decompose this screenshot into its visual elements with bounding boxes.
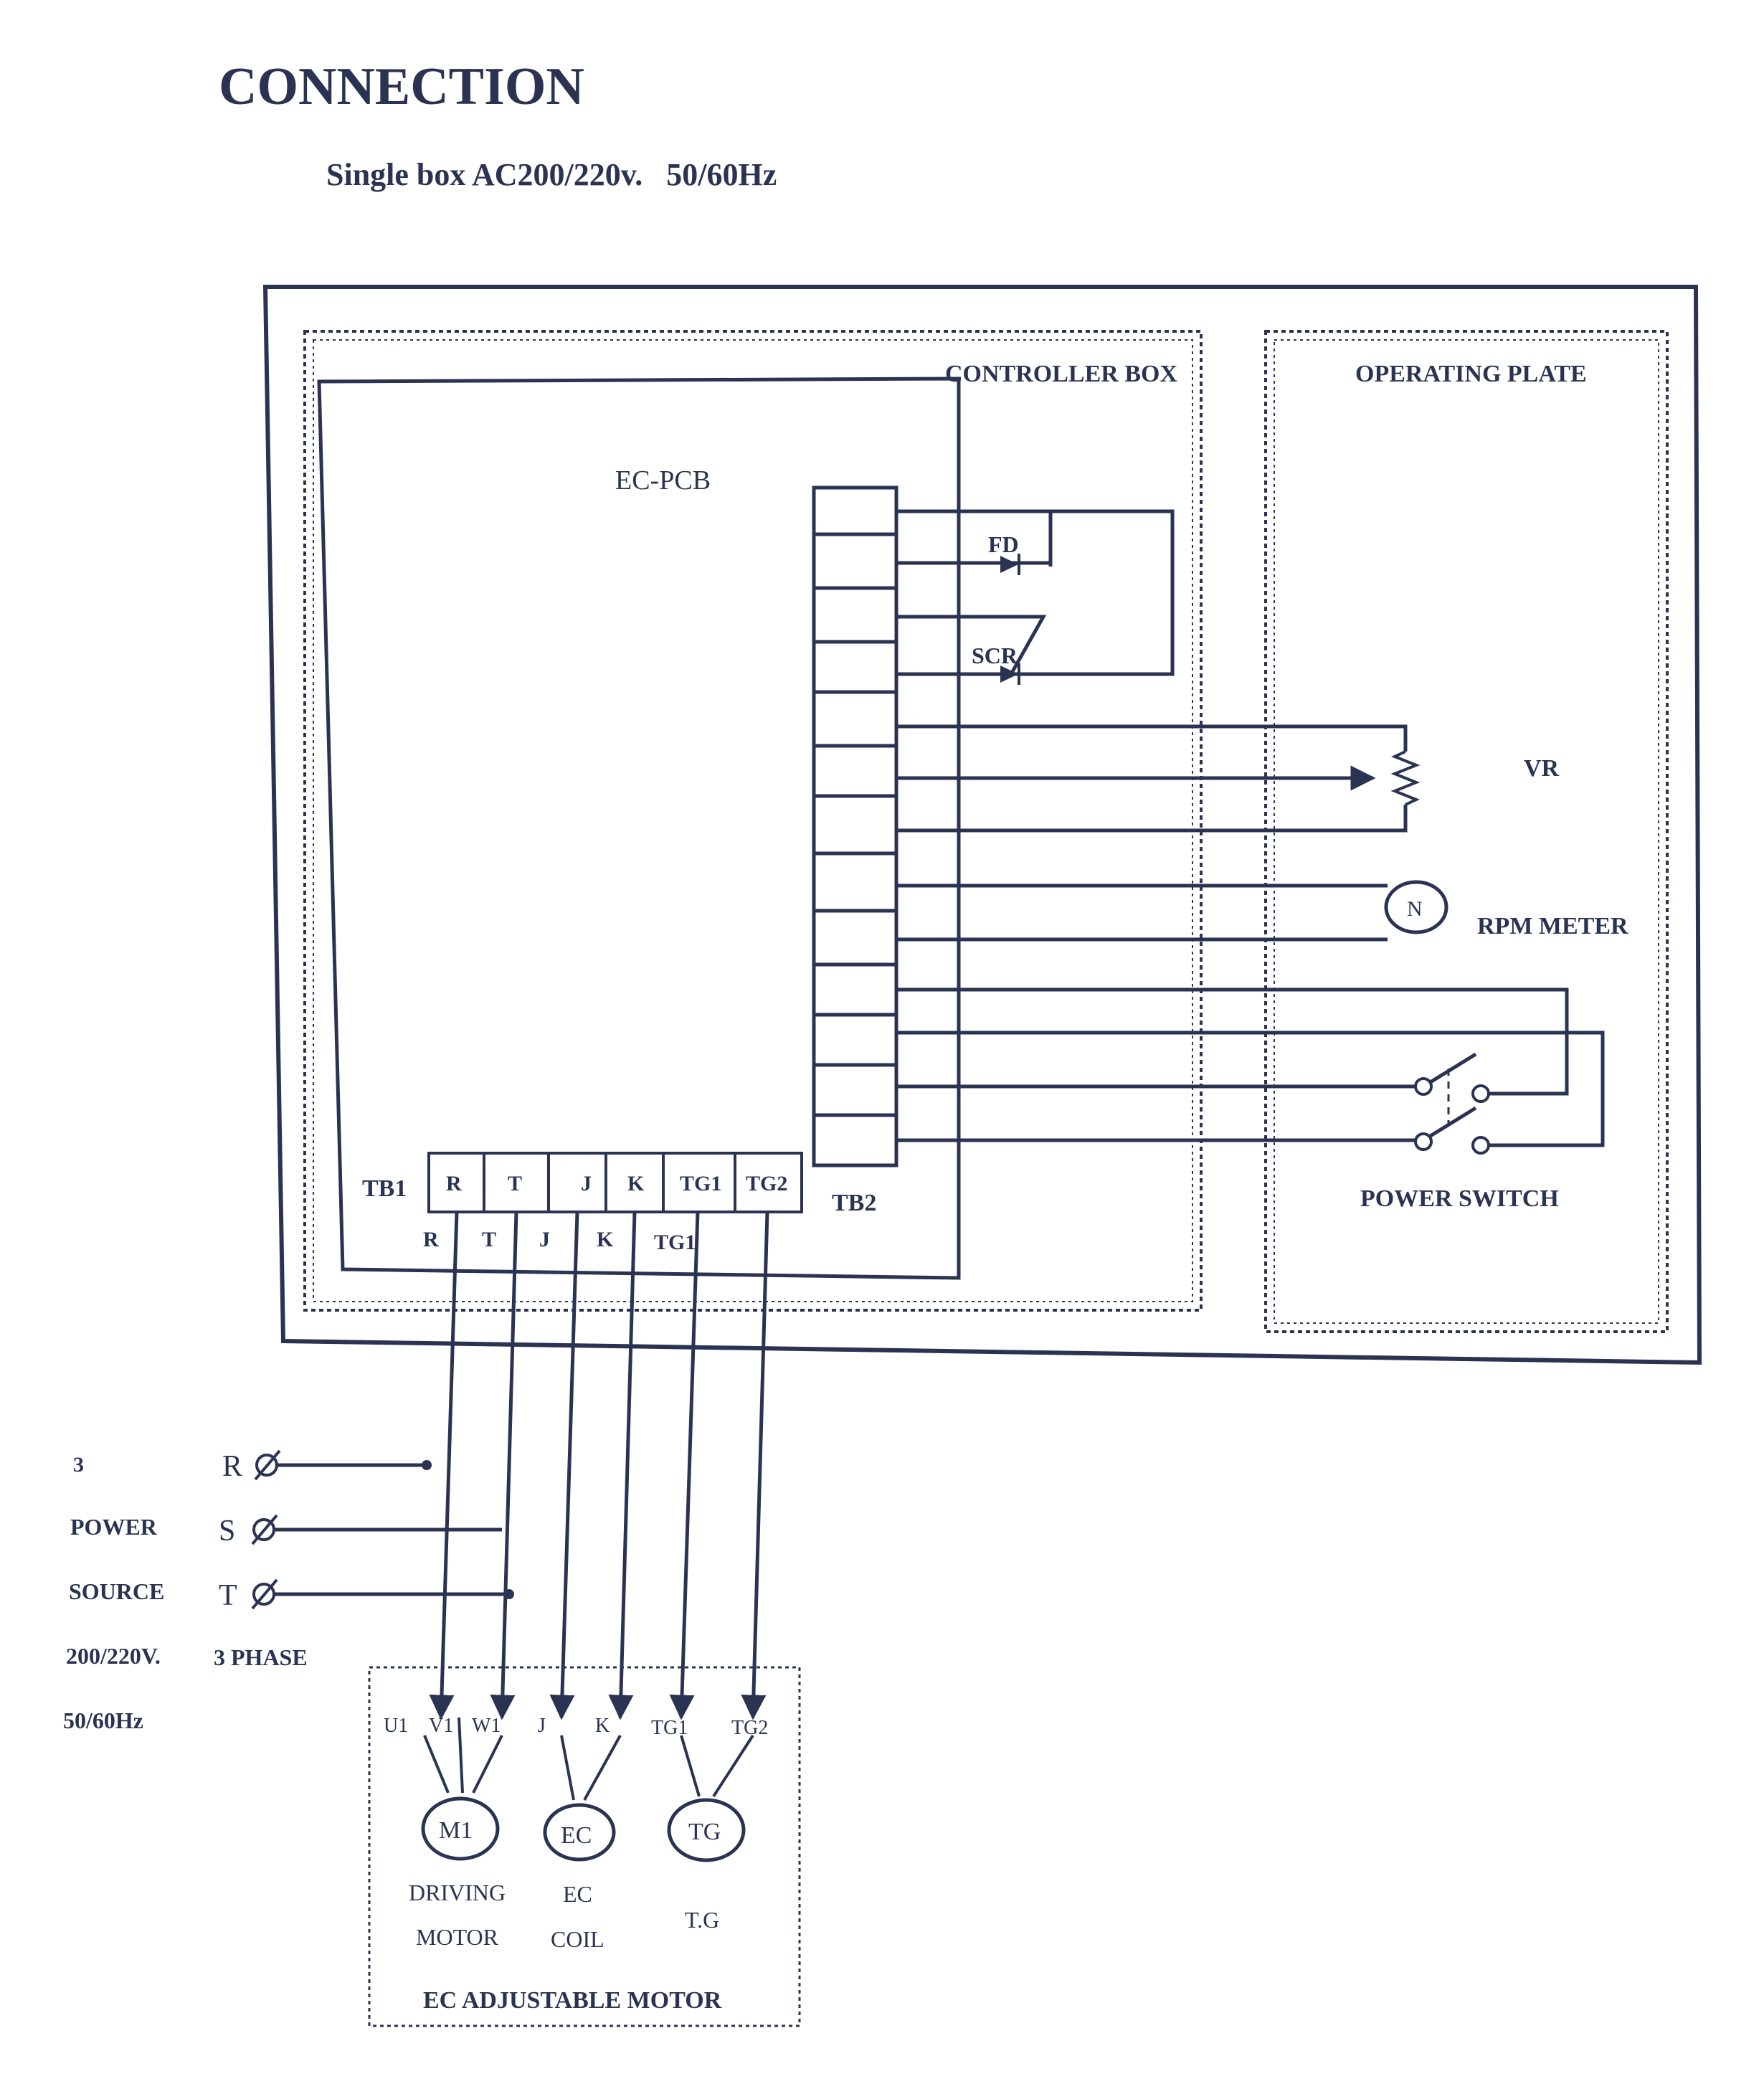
motor-terminal-w1: W1 xyxy=(472,1715,501,1737)
vr-resistor-icon xyxy=(1390,750,1421,806)
three-phase-label: 3 PHASE xyxy=(214,1644,308,1670)
motor-terminal-u1: U1 xyxy=(384,1715,408,1737)
fd-label: FD xyxy=(988,531,1019,557)
controller-box-label: CONTROLLER BOX xyxy=(945,361,1177,387)
page-title: CONNECTION xyxy=(219,57,584,116)
motor-terminal-labels: U1 V1 W1 J K TG1 TG2 xyxy=(384,1715,768,1739)
tb1-wire-label-r: R xyxy=(423,1228,439,1251)
tb1-terminal-k: K xyxy=(627,1172,645,1195)
rpm-meter-label: RPM METER xyxy=(1477,913,1628,939)
motor-terminal-v1: V1 xyxy=(429,1715,453,1737)
power-source-line-3: SOURCE xyxy=(69,1578,164,1604)
rpm-meter-wiring xyxy=(896,884,1388,942)
tb1-to-motor-wiring xyxy=(429,1211,769,1720)
tb1-terminal-tg1: TG1 xyxy=(680,1172,721,1195)
scr-label: SCR xyxy=(972,643,1018,668)
driving-motor-label-1: DRIVING xyxy=(409,1880,506,1905)
tb1-terminal-r: R xyxy=(446,1172,462,1195)
ec-coil-label-1: EC xyxy=(563,1881,592,1907)
tg-generator-icon xyxy=(667,1798,746,1862)
vr-label: VR xyxy=(1524,755,1560,782)
driving-motor-label-2: MOTOR xyxy=(416,1924,499,1950)
phase-terminal-icons xyxy=(251,1449,281,1610)
ec-coil-symbol: EC xyxy=(561,1822,592,1849)
power-switch-wiring xyxy=(896,987,1605,1147)
phase-t-label: T xyxy=(219,1579,237,1612)
tb1-wire-label-tg1: TG1 xyxy=(654,1231,696,1254)
rpm-meter-symbol: N xyxy=(1407,897,1423,921)
vr-wiring xyxy=(896,724,1408,833)
power-source-line-2: POWER xyxy=(70,1514,158,1540)
driving-motor-m1-symbol: M1 xyxy=(439,1817,473,1844)
power-source-line-1: 3 xyxy=(73,1453,84,1477)
phase-s-label: S xyxy=(219,1515,235,1548)
driving-motor-m1-icon xyxy=(421,1796,500,1861)
power-switch-label: POWER SWITCH xyxy=(1360,1185,1559,1212)
fd-diode-icon xyxy=(1000,554,1020,575)
fd-scr-wiring xyxy=(896,509,1175,676)
motor-terminal-k: K xyxy=(595,1715,610,1737)
tg-generator-symbol: TG xyxy=(688,1819,721,1845)
tb1-terminal-t: T xyxy=(508,1172,522,1195)
tb1-terminal-block xyxy=(427,1152,803,1213)
scr-diode-icon xyxy=(1000,663,1020,685)
operating-plate-label: OPERATING PLATE xyxy=(1355,361,1587,387)
phase-wiring xyxy=(274,1463,509,1596)
tb2-label: TB2 xyxy=(832,1190,876,1216)
tb1-terminal-j: J xyxy=(581,1172,592,1195)
tb1-wire-label-t: T xyxy=(482,1228,496,1251)
power-source-line-5: 50/60Hz xyxy=(63,1707,143,1733)
ec-adjustable-motor-label: EC ADJUSTABLE MOTOR xyxy=(423,1987,722,2014)
ec-adjustable-motor-frame xyxy=(368,1666,801,2027)
phase-r-label: R xyxy=(222,1450,242,1483)
motor-internal-wiring xyxy=(423,1717,754,1801)
ec-coil-label-2: COIL xyxy=(551,1926,604,1952)
rpm-meter-icon xyxy=(1384,880,1448,934)
motor-terminal-j: J xyxy=(538,1715,546,1737)
tb1-wire-label-j: J xyxy=(539,1228,550,1251)
power-source-text: 3 POWER SOURCE 200/220V. 50/60Hz 3 PHASE xyxy=(63,1453,308,1733)
tb2-terminal-strip xyxy=(812,485,898,1167)
tg-label: T.G xyxy=(685,1907,719,1933)
tb1-wire-label-k: K xyxy=(597,1228,614,1251)
ec-coil-icon xyxy=(543,1803,616,1862)
phase-labels: R S T xyxy=(219,1450,242,1612)
ec-pcb-frame xyxy=(317,376,961,1280)
controller-box-frame-inner xyxy=(313,339,1193,1302)
page-subtitle: Single box AC200/220v. 50/60Hz xyxy=(326,157,777,192)
tb1-terminal-tg2: TG2 xyxy=(746,1172,787,1195)
phase-junction-dots xyxy=(422,1460,514,1599)
tb1-label: TB1 xyxy=(362,1175,407,1202)
outer-box xyxy=(262,285,1702,1365)
power-switch-icon xyxy=(1414,1077,1490,1155)
ec-pcb-label: EC-PCB xyxy=(615,465,711,496)
power-source-line-4: 200/220V. xyxy=(66,1643,161,1669)
controller-box-frame xyxy=(303,330,1203,1312)
motor-terminal-tg2: TG2 xyxy=(731,1717,768,1739)
